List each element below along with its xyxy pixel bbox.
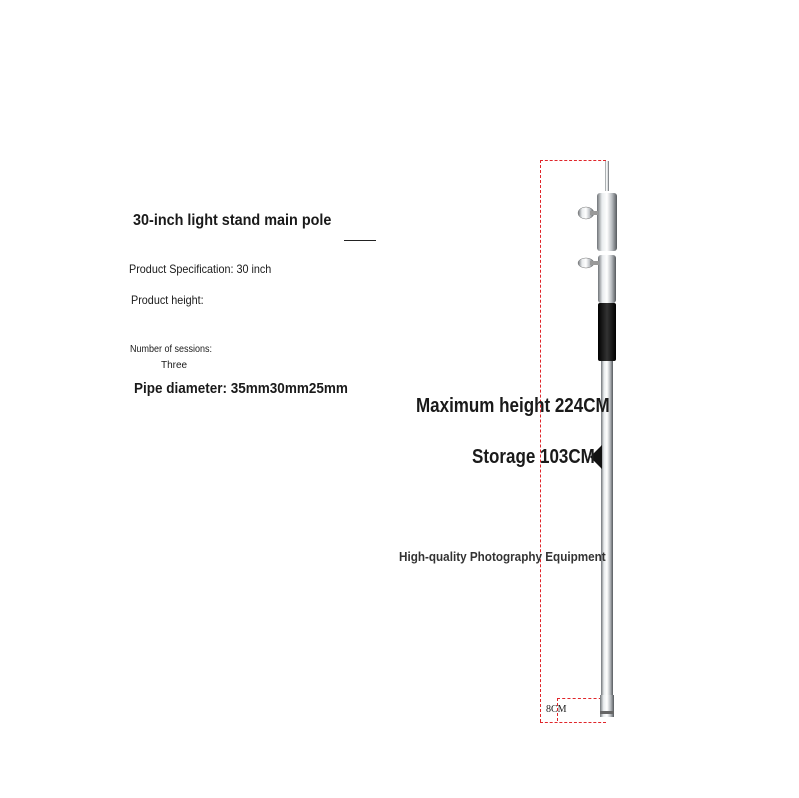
pipe-diameter: Pipe diameter: 35mm30mm25mm [134,380,348,397]
product-title: 30-inch light stand main pole [133,212,332,229]
quality-callout: High-quality Photography Equipment [399,549,606,564]
lower-clamp-screw [590,261,599,265]
base-width-label: 8CM [546,704,567,715]
light-stand-pole-image [577,161,617,717]
base-width-box [557,698,607,721]
dimension-line-left [540,160,541,722]
bottom-ring [600,711,614,714]
product-height-label: Product height: [131,293,204,307]
upper-clamp-screw [590,211,598,215]
main-tube [601,361,613,711]
storage-marker-triangle [590,445,602,469]
dimension-line-bottom [540,722,606,723]
dimension-line-top [540,160,606,161]
foam-grip [598,303,616,361]
storage-callout: Storage 103CM [472,446,595,468]
sessions-value: Three [161,360,188,371]
upper-clamp [597,193,617,251]
pole-spigot [605,161,609,191]
sessions-label: Number of sessions: [130,344,213,355]
product-specification: Product Specification: 30 inch [129,262,272,276]
max-height-callout: Maximum height 224CM [416,395,610,417]
lower-clamp [598,255,616,303]
title-underline [344,240,376,241]
